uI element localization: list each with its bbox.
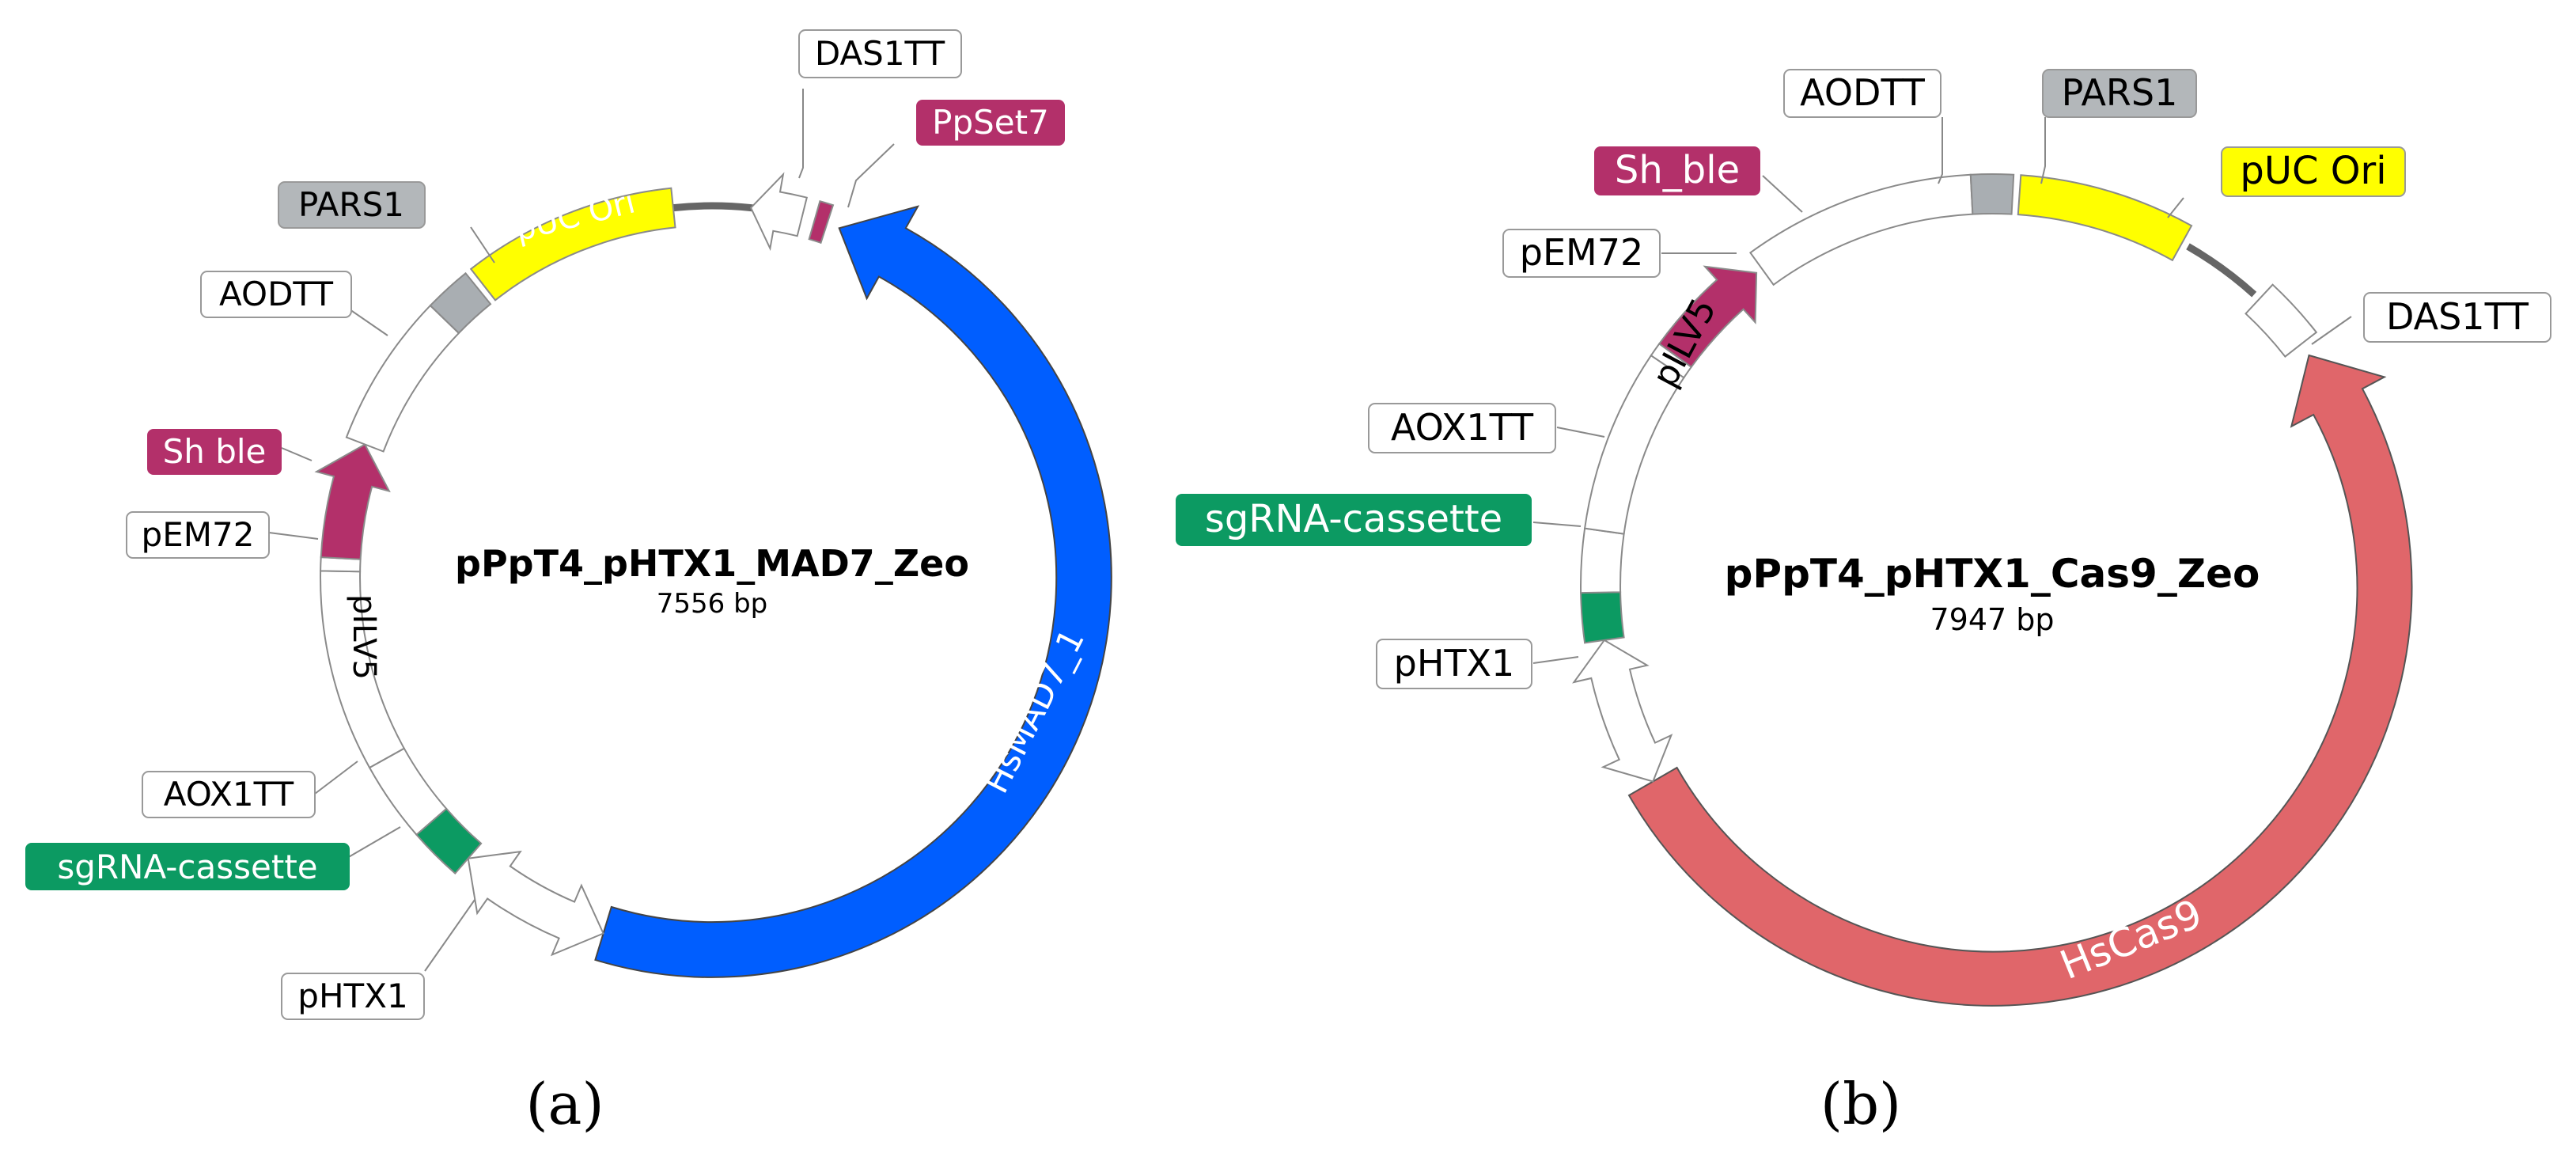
label-sh-ble-a: Sh ble: [147, 429, 282, 475]
panel-caption-b: (b): [1820, 1071, 1901, 1137]
feature-aodtt-a: [345, 304, 460, 453]
feature-hsmad7: [594, 205, 1112, 978]
label-pars1-b: PARS1: [2042, 69, 2197, 118]
label-phtx1-b: pHTX1: [1376, 639, 1532, 689]
feature-puc-ori-a: [469, 187, 676, 302]
leader-lines-b: [1532, 117, 2352, 664]
feature-puc-ori-b: [2017, 174, 2193, 262]
svg-text:Sh ble: Sh ble: [163, 432, 267, 471]
label-aodtt-a: AODTT: [200, 271, 352, 318]
feature-ppset7-a: [808, 199, 835, 245]
feature-label-pilv5-a: pILV5: [346, 594, 382, 680]
svg-text:AODTT: AODTT: [1800, 71, 1926, 114]
label-sgrna-a: sgRNA-cassette: [25, 843, 350, 890]
plasmid-map-b: pILV5 HsCas9 AODTT PARS1 pUC Ori S: [1176, 69, 2551, 1007]
svg-text:AODTT: AODTT: [219, 275, 333, 313]
svg-text:pEM72: pEM72: [1520, 231, 1644, 274]
svg-text:Sh_ble: Sh_ble: [1615, 148, 1740, 192]
plasmid-name-a: pPpT4_pHTX1_MAD7_Zeo: [455, 542, 969, 585]
feature-das1tt-a: [749, 172, 809, 252]
svg-text:PARS1: PARS1: [2062, 71, 2178, 114]
label-pars1-a: PARS1: [278, 181, 426, 229]
label-aox1tt-b: AOX1TT: [1368, 403, 1556, 453]
label-sgrna-b: sgRNA-cassette: [1176, 494, 1532, 546]
feature-das1tt-b: [2245, 283, 2318, 358]
feature-sh-ble-a: [314, 443, 391, 560]
feature-pars1-b: [1969, 173, 2015, 215]
svg-text:AOX1TT: AOX1TT: [164, 775, 294, 814]
plasmid-size-b: 7947 bp: [1930, 602, 2054, 637]
label-puc-ori-b: pUC Ori: [2221, 146, 2406, 197]
feature-phtx1-b: [1572, 639, 1673, 783]
label-pem72-a: pEM72: [126, 511, 270, 559]
feature-phtx1-a: [467, 850, 604, 957]
plasmid-map-a: pUC Ori pILV5 HsMAD7_1 DAS1TT PpSet7 PAR…: [25, 29, 1112, 1020]
plasmid-name-b: pPpT4_pHTX1_Cas9_Zeo: [1725, 551, 2260, 597]
svg-text:PpSet7: PpSet7: [932, 103, 1049, 142]
feature-label-pilv5-b: pILV5: [1645, 292, 1725, 394]
label-ppset7-a: PpSet7: [916, 100, 1065, 146]
svg-text:pEM72: pEM72: [142, 515, 255, 554]
svg-text:DAS1TT: DAS1TT: [815, 34, 945, 73]
panel-caption-a: (a): [525, 1071, 604, 1137]
feature-aox1tt-b: [1580, 527, 1625, 594]
svg-text:pHTX1: pHTX1: [1394, 642, 1515, 685]
label-pem72-b: pEM72: [1502, 229, 1661, 278]
svg-text:DAS1TT: DAS1TT: [2386, 295, 2529, 338]
svg-text:pUC Ori: pUC Ori: [2240, 149, 2386, 193]
label-das1tt-a: DAS1TT: [798, 29, 962, 78]
svg-text:sgRNA-cassette: sgRNA-cassette: [57, 848, 317, 886]
label-sh-ble-b: Sh_ble: [1594, 146, 1760, 195]
label-aox1tt-a: AOX1TT: [142, 771, 316, 818]
feature-sgrna-b: [1580, 591, 1625, 644]
feature-pars1-a: [429, 271, 492, 335]
feature-aodtt-b: [1749, 173, 1974, 286]
backbone-b: [2186, 243, 2257, 298]
svg-text:AOX1TT: AOX1TT: [1391, 406, 1534, 449]
svg-text:PARS1: PARS1: [298, 185, 404, 224]
svg-text:sgRNA-cassette: sgRNA-cassette: [1205, 497, 1502, 541]
plasmid-size-a: 7556 bp: [657, 588, 768, 620]
feature-hscas9: [1627, 354, 2413, 1007]
feature-sh-ble-b: [1657, 265, 1758, 369]
label-aodtt-b: AODTT: [1783, 69, 1941, 118]
label-das1tt-b: DAS1TT: [2363, 292, 2551, 343]
svg-text:pHTX1: pHTX1: [297, 977, 407, 1015]
label-phtx1-a: pHTX1: [281, 973, 425, 1020]
